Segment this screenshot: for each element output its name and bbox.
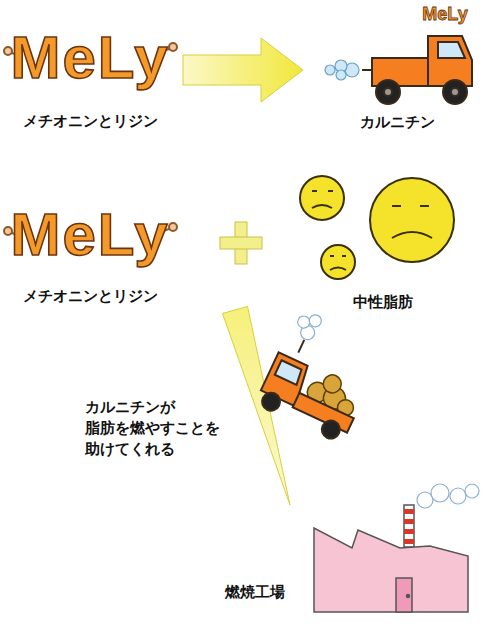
figure-node: MeLy カルニチン [315, 5, 480, 134]
block-arrow [223, 307, 291, 506]
truck-with-fat [255, 307, 387, 445]
caption: 中性脂肪 [290, 293, 475, 312]
caption: メチオニンとリジン [5, 112, 175, 131]
caption: カルニチン [315, 113, 480, 132]
figure-node: 中性脂肪 [290, 165, 475, 314]
fat-blobs [300, 176, 454, 279]
logo-text: MeLy [5, 28, 175, 88]
figure-node: MeLy メチオニンとリジン [5, 20, 175, 133]
figure-node: MeLy メチオニンとリジン [5, 195, 250, 310]
logo-text: MeLy [415, 5, 475, 23]
plus-sign [220, 222, 262, 264]
truck [325, 36, 472, 104]
factory [314, 484, 479, 612]
edge-label: カルニチンが 脂肪を燃やすことを 助けてくれる [85, 397, 230, 460]
caption: メチオニンとリジン [5, 287, 175, 306]
caption: 燃焼工場 [210, 583, 300, 602]
block-arrow [183, 38, 303, 102]
logo-text: MeLy [5, 205, 175, 265]
figure-node: 燃焼工場 [210, 505, 475, 620]
